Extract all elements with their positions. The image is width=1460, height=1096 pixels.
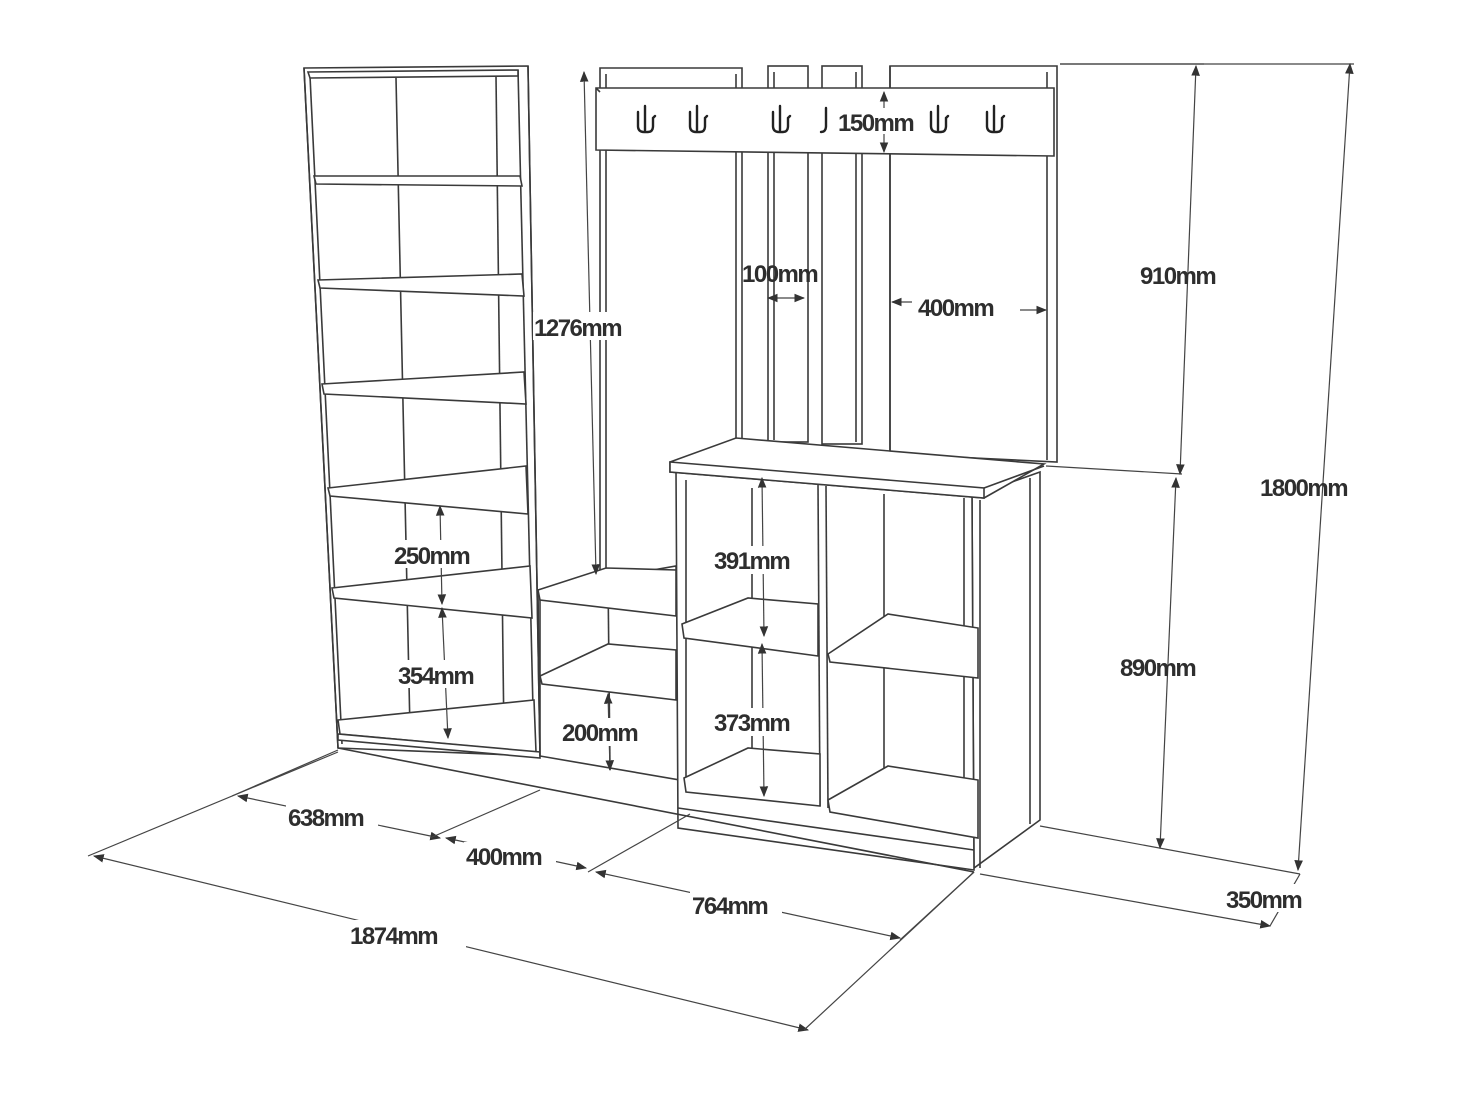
label-middle-width: 400mm bbox=[466, 844, 541, 871]
label-shelf-250: 250mm bbox=[394, 543, 469, 570]
label-center-panel-height: 1276mm bbox=[534, 315, 621, 342]
right-cabinet bbox=[669, 437, 1047, 871]
coat-hook-icon bbox=[819, 106, 828, 134]
label-right-panel-width: 400mm bbox=[918, 295, 993, 322]
coat-hook-icon bbox=[771, 104, 792, 134]
label-bookcase-width: 638mm bbox=[288, 805, 363, 832]
label-cabinet-373: 373mm bbox=[714, 710, 789, 737]
label-shelf-354: 354mm bbox=[398, 663, 473, 690]
label-hook-rail-height: 150mm bbox=[838, 110, 913, 137]
label-total-height: 1800mm bbox=[1260, 475, 1347, 502]
label-depth: 350mm bbox=[1226, 887, 1301, 914]
coat-hook-icon bbox=[985, 104, 1006, 134]
hook-rail bbox=[595, 87, 1055, 157]
label-upper-height: 910mm bbox=[1140, 263, 1215, 290]
dimension-labels: 150mm 100mm 400mm 910mm 1800mm 890mm 127… bbox=[286, 108, 1349, 950]
label-lower-height: 890mm bbox=[1120, 655, 1195, 682]
label-cabinet-width: 764mm bbox=[692, 893, 767, 920]
label-shelf-200: 200mm bbox=[562, 720, 637, 747]
coat-hook-icon bbox=[929, 104, 950, 134]
label-cabinet-391: 391mm bbox=[714, 548, 789, 575]
label-total-width: 1874mm bbox=[350, 923, 437, 950]
label-post-gap: 100mm bbox=[742, 261, 817, 288]
left-bookcase bbox=[303, 65, 541, 759]
coat-hook-icon bbox=[636, 104, 657, 134]
coat-hook-icon bbox=[688, 104, 709, 134]
